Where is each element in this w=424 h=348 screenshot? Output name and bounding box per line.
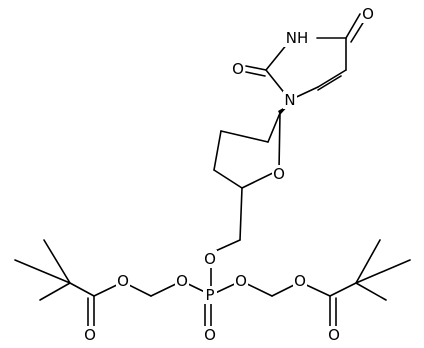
atom-p: P <box>205 286 214 304</box>
bond-c3p-c4p <box>213 130 222 171</box>
atom-pom-right-o-c: O <box>294 272 306 290</box>
bond-c4-o4 <box>345 13 361 39</box>
atom-pom-left-carbonyl-o: O <box>84 326 96 344</box>
atom-pom-left-o-c: O <box>117 272 129 290</box>
atom-phosphoryl-o: O <box>204 326 216 344</box>
atom-pom-right-carbonyl-o: O <box>328 326 340 344</box>
bond-co-cq-right <box>329 282 357 297</box>
bond-c5-c6 <box>317 69 347 88</box>
atom-pom-right-o-p: O <box>235 272 247 290</box>
bond-co-cq-left <box>69 282 95 297</box>
sugar-ring <box>210 104 290 254</box>
uracil-ring <box>245 13 367 101</box>
atom-o4: O <box>362 5 374 23</box>
atom-ring-o: O <box>273 165 285 183</box>
atom-o5p: O <box>204 250 216 268</box>
bond-cq-me1-right <box>355 239 381 284</box>
bond-cq-me3-right <box>355 282 387 301</box>
atom-o2: O <box>232 60 244 78</box>
atom-n3h: NH <box>286 29 309 47</box>
bond-cq-me2-right <box>355 259 411 284</box>
pom-right <box>240 239 411 331</box>
bond-c2p-c3p <box>220 130 269 143</box>
atom-pom-left-o-p: O <box>176 272 188 290</box>
bond-cq-me1-left <box>43 239 71 284</box>
atom-n1: N <box>284 91 295 109</box>
bond-c2-o2 <box>245 65 267 71</box>
bond-cq-me2-left <box>14 259 71 284</box>
bond-c5-c6-double <box>317 75 342 91</box>
atom-labels: O NH O N O O P O O O O O O O <box>83 5 375 344</box>
bond-c2-o2-double <box>245 71 266 77</box>
bond-c4p-c5p-chain <box>239 187 243 241</box>
bond-cq-me3-left <box>39 282 71 301</box>
bond-c1p-c2p <box>267 112 281 143</box>
pom-left <box>14 239 183 331</box>
bond-c1p-o4p <box>278 112 281 171</box>
bond-c4p-c5p <box>213 169 243 189</box>
